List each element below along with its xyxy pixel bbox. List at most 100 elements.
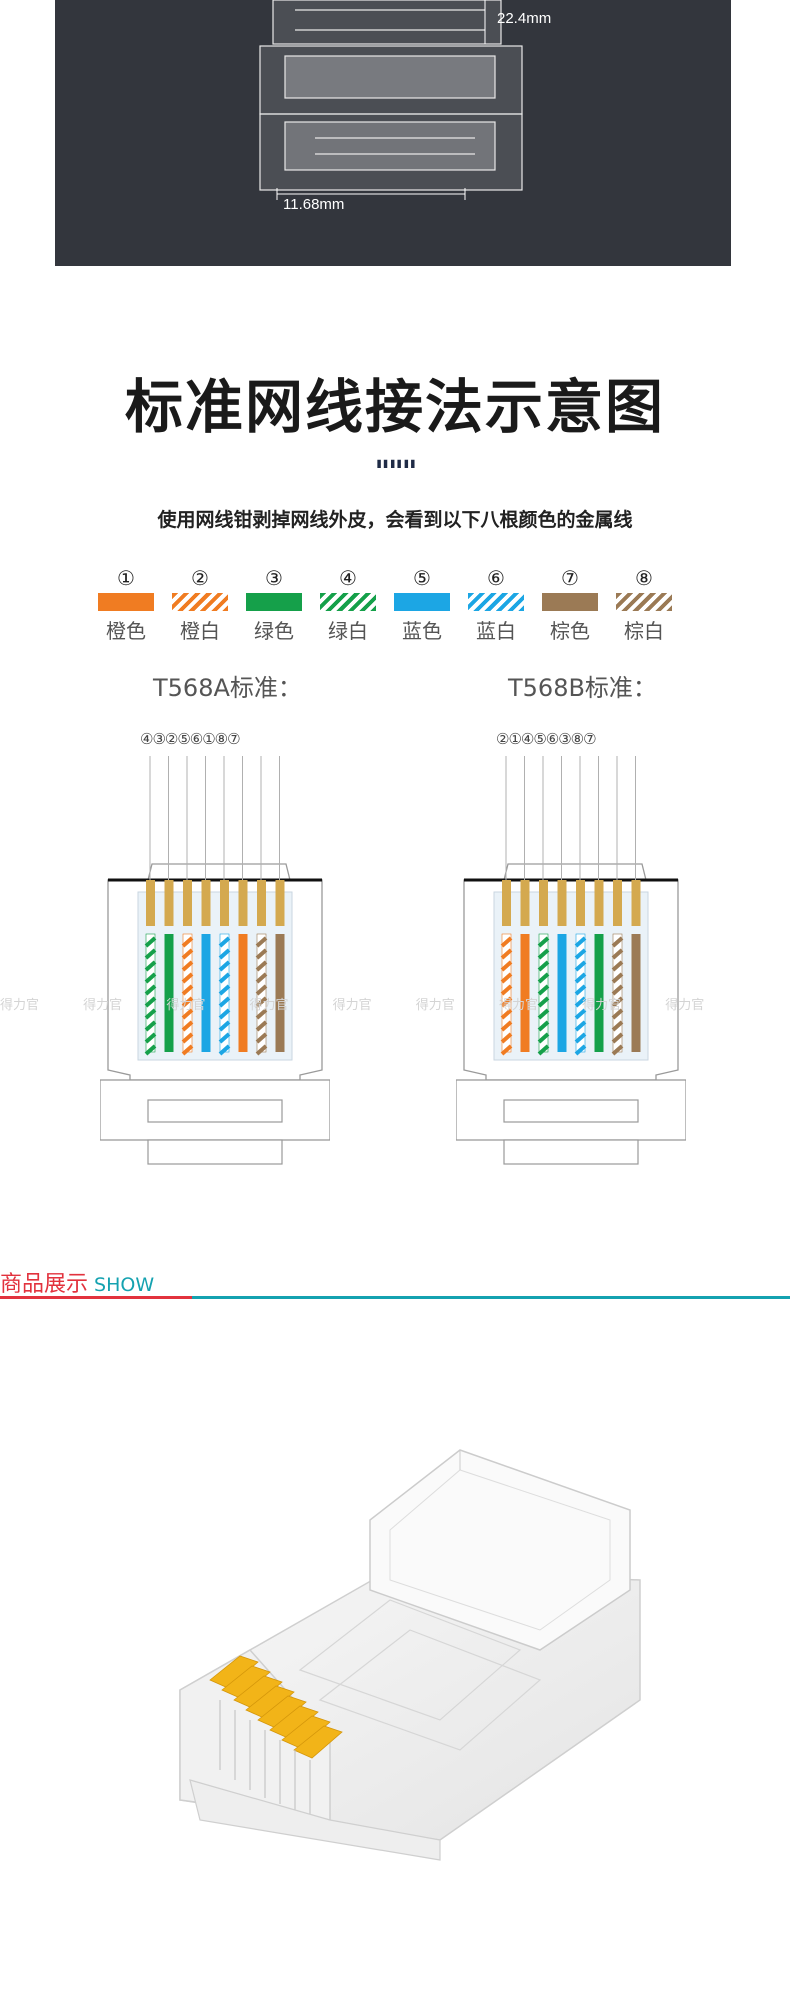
- quote-decoration: """: [374, 455, 418, 490]
- t568b-wire-stripe: [574, 996, 587, 1008]
- t568b-wire-stripe: [537, 1020, 550, 1032]
- t568a-gold-pin: [183, 880, 192, 926]
- wire-number: ②: [191, 566, 209, 590]
- wire-name: 绿色: [254, 619, 294, 643]
- watermark-text: 得力官: [166, 998, 206, 1013]
- t568b-gold-pin: [520, 880, 530, 926]
- t568b-wire-stripe: [574, 948, 587, 960]
- t568a-wire-stripe: [255, 984, 268, 996]
- t568a-wire-stripe: [255, 996, 268, 1008]
- t568a-connector-drawing: [100, 756, 330, 1165]
- wire-swatch: [616, 593, 672, 611]
- t568b-pin-order: ②①④⑤⑥③⑧⑦: [496, 730, 597, 748]
- t568a-wire-stripe: [144, 996, 157, 1008]
- t568a-wire-stripe: [144, 972, 157, 984]
- t568a-wire-stripe: [218, 960, 231, 972]
- show-title-en: SHOW: [94, 1274, 155, 1296]
- t568a-wire-stripe: [218, 1044, 231, 1056]
- wire-color-legend: ① 橙色 ② 橙白 ③ 绿色 ④ 绿白 ⑤ 蓝色 ⑥ 蓝白 ⑦ 棕色 ⑧ 棕白: [96, 565, 696, 645]
- wire-number: ⑧: [635, 566, 653, 590]
- show-title-cn: 商品展示: [0, 1272, 89, 1297]
- t568b-label: T568B标准：: [508, 674, 657, 702]
- t568a-wire-stripe: [181, 996, 194, 1008]
- t568a-wire-stripe: [218, 972, 231, 984]
- t568b-wire-stripe: [500, 936, 513, 948]
- t568a-gold-pin: [238, 880, 248, 926]
- t568b-gold-pin: [502, 880, 511, 926]
- t568b-wire-stripe: [537, 984, 550, 996]
- t568b-wire: [557, 934, 567, 1052]
- wire-number: ⑥: [487, 566, 505, 590]
- t568b-wire-stripe: [537, 972, 550, 984]
- t568b-wire-stripe: [574, 936, 587, 948]
- wire-swatch: [246, 593, 302, 611]
- t568a-gold-pin: [201, 880, 211, 926]
- wire-number: ⑤: [413, 566, 431, 590]
- t568b-latch-slot: [503, 1099, 639, 1123]
- t568a-wire-stripe: [255, 1044, 268, 1056]
- t568a-wire: [275, 934, 285, 1052]
- t568b-wire-stripe: [500, 948, 513, 960]
- wire-legend-item: ⑦ 棕色: [540, 565, 600, 644]
- wire-swatch: [172, 593, 228, 611]
- watermark-text: 得力官: [582, 998, 622, 1013]
- wire-swatch: [320, 593, 376, 611]
- t568a-wire-stripe: [181, 984, 194, 996]
- product-dimension-banner: 22.4mm 11.68mm: [55, 0, 731, 266]
- t568b-wire-stripe: [574, 960, 587, 972]
- t568a-wire-stripe: [218, 1008, 231, 1020]
- t568b-wire-stripe: [611, 948, 624, 960]
- wire-swatch: [542, 593, 598, 611]
- wire-name: 蓝色: [402, 619, 442, 643]
- t568b-inner-frame: [493, 891, 649, 1061]
- t568a-wire: [201, 934, 211, 1052]
- t568b-wire-stripe: [537, 1008, 550, 1020]
- t568a-wire-stripe: [144, 1020, 157, 1032]
- wire-swatch: [98, 593, 154, 611]
- t568a-gold-pin: [220, 880, 229, 926]
- watermark-text: 得力官: [83, 998, 123, 1013]
- t568a-pin-order: ④③②⑤⑥①⑧⑦: [140, 730, 241, 748]
- t568a-latch-foot: [147, 1139, 283, 1165]
- t568b-wire-stripe: [537, 960, 550, 972]
- t568b-wire-stripe: [574, 972, 587, 984]
- t568a-wire-stripe: [181, 1008, 194, 1020]
- watermark-text: 得力官: [665, 998, 705, 1013]
- t568b-wire-stripe: [574, 1044, 587, 1056]
- t568a-latch-slot: [147, 1099, 283, 1123]
- t568b-wire-stripe: [537, 1032, 550, 1044]
- wire-name: 橙色: [106, 619, 146, 643]
- t568a-latch: [100, 1079, 330, 1141]
- t568a-wire-stripe: [218, 936, 231, 948]
- t568a-gold-pin: [164, 880, 174, 926]
- t568a-gold-pin: [257, 880, 266, 926]
- wire-legend-item: ③ 绿色: [244, 565, 304, 644]
- t568b-gold-pin: [594, 880, 604, 926]
- t568a-gold-pin: [275, 880, 285, 926]
- t568a-wire-stripe: [255, 972, 268, 984]
- t568b-wire-stripe: [500, 996, 513, 1008]
- t568a-wire-stripe: [255, 960, 268, 972]
- diagram-title: 标准网线接法示意图: [124, 373, 665, 441]
- t568a-wire-stripe: [218, 984, 231, 996]
- wire-legend-item: ① 橙色: [96, 565, 156, 644]
- t568b-wire-stripe: [611, 936, 624, 948]
- watermark-text: 得力官: [498, 998, 538, 1013]
- t568a-wire-stripe: [144, 1032, 157, 1044]
- width-dimension-label: 11.68mm: [283, 196, 345, 213]
- t568a-wire-stripe: [255, 948, 268, 960]
- t568b-gold-pin: [539, 880, 548, 926]
- wire-name: 棕白: [624, 619, 664, 643]
- watermark-text: 得力官: [415, 998, 455, 1013]
- wire-legend-item: ⑧ 棕白: [614, 565, 674, 644]
- watermark-strip: 得力官 得力官 得力官 得力官 得力官 得力官 得力官 得力官 得力官: [0, 994, 790, 1018]
- watermark-text: 得力官: [332, 998, 372, 1013]
- t568b-wire-stripe: [500, 960, 513, 972]
- t568a-wire-stripe: [144, 1044, 157, 1056]
- t568a-wire-stripe: [181, 948, 194, 960]
- rj45-connector-image: [179, 1449, 641, 1861]
- t568a-wire-stripe: [181, 972, 194, 984]
- t568a-wire-stripe: [181, 1044, 194, 1056]
- t568a-wire-stripe: [255, 936, 268, 948]
